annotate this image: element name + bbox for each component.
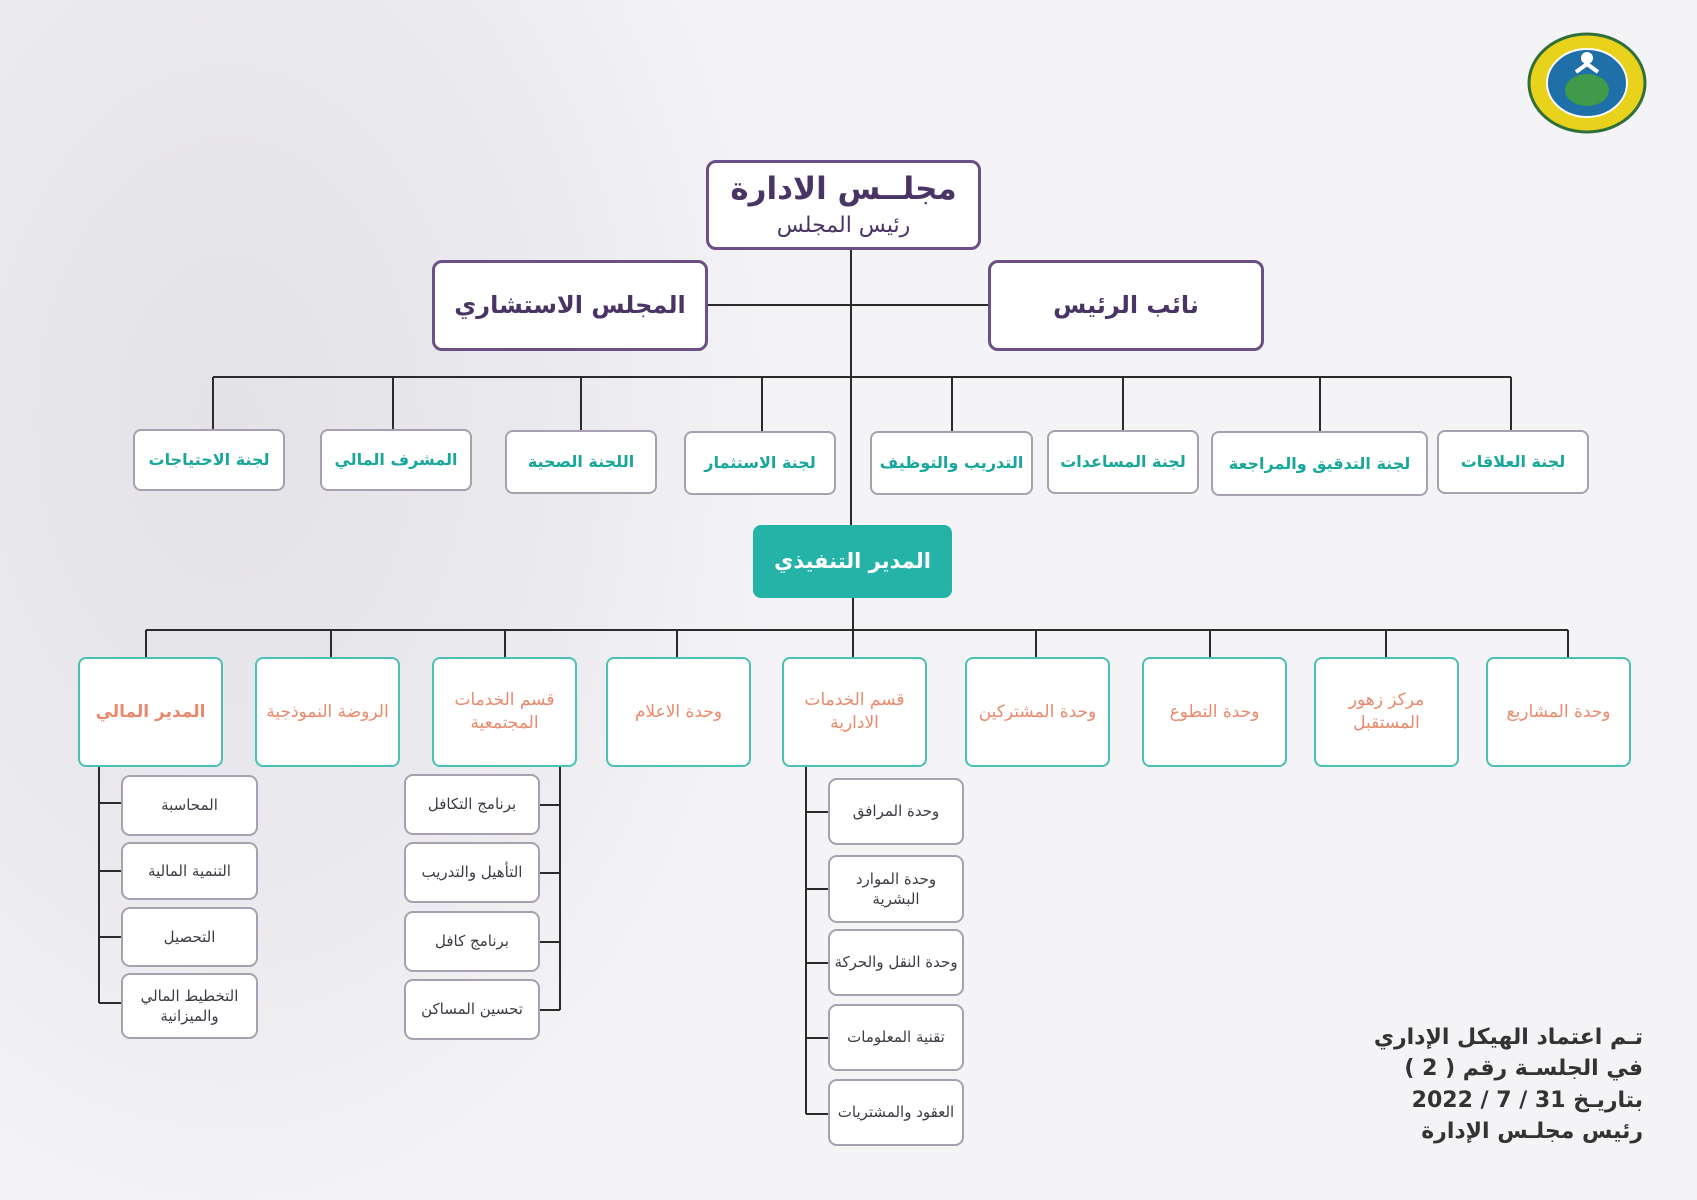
dept-media-unit: وحدة الاعلام xyxy=(606,657,751,767)
board-title: مجلــس الادارة xyxy=(730,171,957,208)
dept-future-flowers-center: مركز زهور المستقبل xyxy=(1314,657,1459,767)
dept-community-services: قسم الخدمات المجتمعية xyxy=(432,657,577,767)
executive-director-box: المدير التنفيذي xyxy=(753,525,952,598)
dept-projects-unit: وحدة المشاريع xyxy=(1486,657,1631,767)
committee-investment: لجنة الاستثمار xyxy=(684,431,836,495)
admin-unit-facilities: وحدة المرافق xyxy=(828,778,964,845)
approval-line-4: رئيس مجلـس الإدارة xyxy=(1421,1119,1643,1145)
financial-unit-accounting: المحاسبة xyxy=(121,775,258,836)
committee-relations: لجنة العلاقات xyxy=(1437,430,1589,494)
committee-needs: لجنة الاحتياجات xyxy=(133,429,285,491)
dept-model-kindergarten: الروضة النموذجية xyxy=(255,657,400,767)
dept-subscribers-unit: وحدة المشتركين xyxy=(965,657,1110,767)
admin-unit-transport: وحدة النقل والحركة xyxy=(828,929,964,996)
vice-president-box: نائب الرئيس xyxy=(988,260,1264,351)
association-logo xyxy=(1527,32,1647,134)
board-of-directors-box: مجلــس الادارة رئيس المجلس xyxy=(706,160,981,250)
financial-unit-planning-budget: التخطيط المالي والميزانية xyxy=(121,973,258,1039)
committee-health: اللجنة الصحية xyxy=(505,430,657,494)
program-rehab-training: التأهيل والتدريب xyxy=(404,842,540,903)
advisory-council-box: المجلس الاستشاري xyxy=(432,260,708,351)
approval-line-2: في الجلسـة رقم ( 2 ) xyxy=(1404,1056,1643,1082)
committee-assistance: لجنة المساعدات xyxy=(1047,430,1199,494)
admin-unit-it: تقنية المعلومات xyxy=(828,1004,964,1071)
financial-unit-development: التنمية المالية xyxy=(121,842,258,900)
financial-unit-collection: التحصيل xyxy=(121,907,258,967)
dept-administrative-services: قسم الخدمات الادارية xyxy=(782,657,927,767)
committee-audit-review: لجنة التدقيق والمراجعة xyxy=(1211,431,1428,496)
dept-financial-director: المدير المالي xyxy=(78,657,223,767)
program-kafil: برنامج كافل xyxy=(404,911,540,972)
program-solidarity: برنامج التكافل xyxy=(404,774,540,835)
committee-financial-supervisor: المشرف المالي xyxy=(320,429,472,491)
admin-unit-contracts-procurement: العقود والمشتريات xyxy=(828,1079,964,1146)
committee-training-employment: التدريب والتوظيف xyxy=(870,431,1033,495)
dept-volunteering-unit: وحدة التطوع xyxy=(1142,657,1287,767)
approval-line-3: بتاريـخ 31 / 7 / 2022 xyxy=(1411,1087,1643,1113)
program-housing-improvement: تحسين المساكن xyxy=(404,979,540,1040)
approval-line-1: تـم اعتماد الهيكل الإداري xyxy=(1373,1025,1643,1050)
admin-unit-human-resources: وحدة الموارد البشرية xyxy=(828,855,964,923)
approval-note: تـم اعتماد الهيكل الإداري في الجلسـة رقم… xyxy=(1330,1022,1643,1148)
board-subtitle: رئيس المجلس xyxy=(776,213,911,239)
